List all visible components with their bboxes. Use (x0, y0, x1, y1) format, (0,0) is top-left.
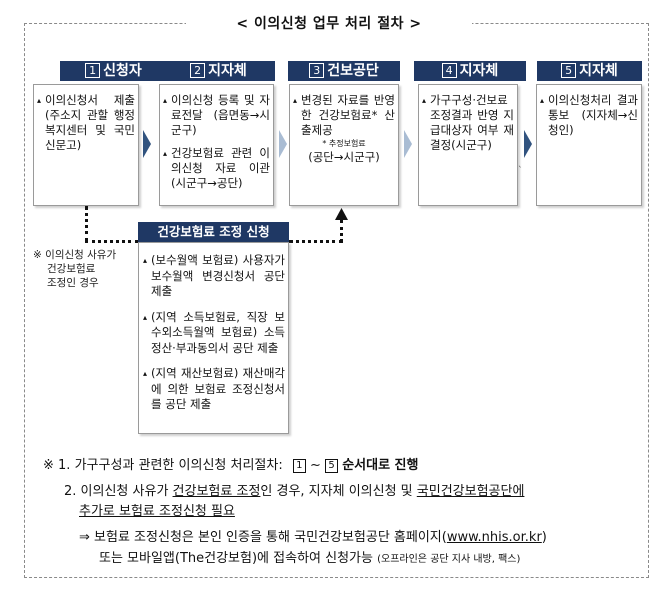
flow-arrow-icon (524, 130, 532, 158)
note-1-tilde: ~ (310, 458, 321, 473)
note-2-continued: 추가로 보험료 조정신청 필요 (79, 502, 235, 522)
page-title: < 이의신청 업무 처리 절차 > (186, 12, 472, 36)
note-2-text: 이의신청 사유가 (80, 484, 169, 499)
tick-mark: ` (518, 166, 523, 176)
note-1: ※ 1. 가구구성과 관련한 이의신청 처리절차: 1 ~ 5 순서대로 진행 (43, 456, 418, 476)
step-5-number: 5 (561, 63, 577, 78)
step-5-box: 이의신청처리 결과통보 (지자체→신청인) (536, 84, 642, 206)
note-1-start-number: 1 (292, 459, 306, 473)
up-arrow-icon (335, 208, 348, 220)
note-2-underline: 건강보험료 조정 (172, 484, 261, 499)
note-2-underline: 추가로 보험료 조정신청 필요 (79, 504, 235, 519)
note-3-text: 보험료 조정신청은 본인 인증을 통해 국민건강보험공단 홈페이지( (94, 530, 447, 545)
flow-arrow-icon (279, 130, 287, 158)
step-4-number: 4 (441, 63, 457, 78)
step-4-title: 지자체 (459, 63, 499, 79)
step-3-number: 3 (309, 63, 325, 78)
step-1-title: 신청자 (103, 63, 142, 79)
adjustment-item: (지역 소득보험료, 직장 보수외소득월액 보험료) 소득정산·부과동의서 공단… (143, 310, 285, 357)
adjustment-header: 건강보험료 조정 신청 (138, 222, 289, 242)
note-1-emphasis: 순서대로 진행 (342, 458, 419, 473)
step-3-box: 변경된 자료를 반영한 건강보험료* 산출제공 * 추정보험료 (공단→시군구) (289, 84, 399, 206)
note-3-text: 또는 모바일앱(The건강보험)에 접속하여 신청가능 (99, 551, 373, 566)
adjustment-item: (지역 재산보험료) 재산매각에 의한 보험료 조정신청서를 공단 제출 (143, 366, 285, 413)
side-note: ※ 이의신청 사유가 건강보험료 조정인 경우 (33, 248, 116, 290)
step-2-item: 이의신청 등록 및 자료전달 (읍면동→시군구) (163, 93, 270, 138)
step-2-number: 2 (190, 63, 206, 78)
note-2: 2. 이의신청 사유가 건강보험료 조정인 경우, 지자체 이의신청 및 국민건… (64, 482, 524, 502)
step-5-title: 지자체 (579, 63, 618, 79)
side-note-line: 조정인 경우 (47, 277, 99, 289)
adjustment-item: (보수월액 보험료) 사용자가 보수월액 변경신청서 공단 제출 (143, 253, 285, 300)
step-1-number: 1 (85, 63, 101, 78)
note-2-underline: 국민건강보험공단에 (416, 484, 525, 499)
note-3-continued: 또는 모바일앱(The건강보험)에 접속하여 신청가능 (오프라인은 공단 지사… (99, 549, 520, 570)
adjustment-box: (보수월액 보험료) 사용자가 보수월액 변경신청서 공단 제출 (지역 소득보… (138, 242, 289, 434)
note-1-mark: ※ 1. (43, 458, 71, 473)
step-2-item: 건강보험료 관련 이의신청 자료 이관 (시군구→공단) (163, 146, 270, 191)
step-1-item: 이의신청서 제출 (주소지 관할 행정복지센터 및 국민신문고) (37, 93, 135, 153)
flow-arrow-icon (404, 130, 412, 158)
note-3-arrow: ⇒ (79, 530, 90, 545)
step-3-item: 변경된 자료를 반영한 건강보험료* 산출제공 (293, 93, 395, 138)
side-note-line: 건강보험료 (47, 263, 96, 275)
note-3-text: ) (541, 530, 547, 545)
dotted-connector (289, 240, 343, 243)
flow-arrow-icon (143, 130, 151, 158)
note-3-small: (오프라인은 공단 지사 내방, 팩스) (377, 554, 521, 565)
step-1-box: 이의신청서 제출 (주소지 관할 행정복지센터 및 국민신문고) (33, 84, 139, 206)
note-2-text: 인 경우, 지자체 이의신청 및 (260, 484, 413, 499)
step-2-title: 지자체 (208, 63, 247, 79)
side-note-mark: ※ (33, 249, 42, 261)
note-3: ⇒ 보험료 조정신청은 본인 인증을 통해 국민건강보험공단 홈페이지(www.… (79, 528, 547, 548)
step-2-box: 이의신청 등록 및 자료전달 (읍면동→시군구) 건강보험료 관련 이의신청 자… (159, 84, 274, 206)
dotted-connector (85, 206, 88, 242)
note-1-end-number: 5 (325, 459, 339, 473)
step-4-item: 가구구성·건보료 조정결과 반영 지급대상자 여부 재결정(시군구) (422, 93, 514, 153)
note-1-text: 가구구성과 관련한 이의신청 처리절차: (74, 458, 283, 473)
step-3-footnote: * 추정보험료 (322, 139, 366, 148)
dotted-connector (340, 220, 343, 242)
side-note-line: 이의신청 사유가 (45, 249, 117, 261)
step-5-item: 이의신청처리 결과통보 (지자체→신청인) (540, 93, 638, 138)
dotted-connector (85, 240, 138, 243)
step-3-title: 건보공단 (327, 63, 379, 79)
nhis-link[interactable]: www.nhis.or.kr (446, 530, 542, 545)
step-4-box: 가구구성·건보료 조정결과 반영 지급대상자 여부 재결정(시군구) (418, 84, 518, 206)
step-3-route: (공단→시군구) (308, 150, 380, 164)
note-2-number: 2. (64, 484, 77, 499)
